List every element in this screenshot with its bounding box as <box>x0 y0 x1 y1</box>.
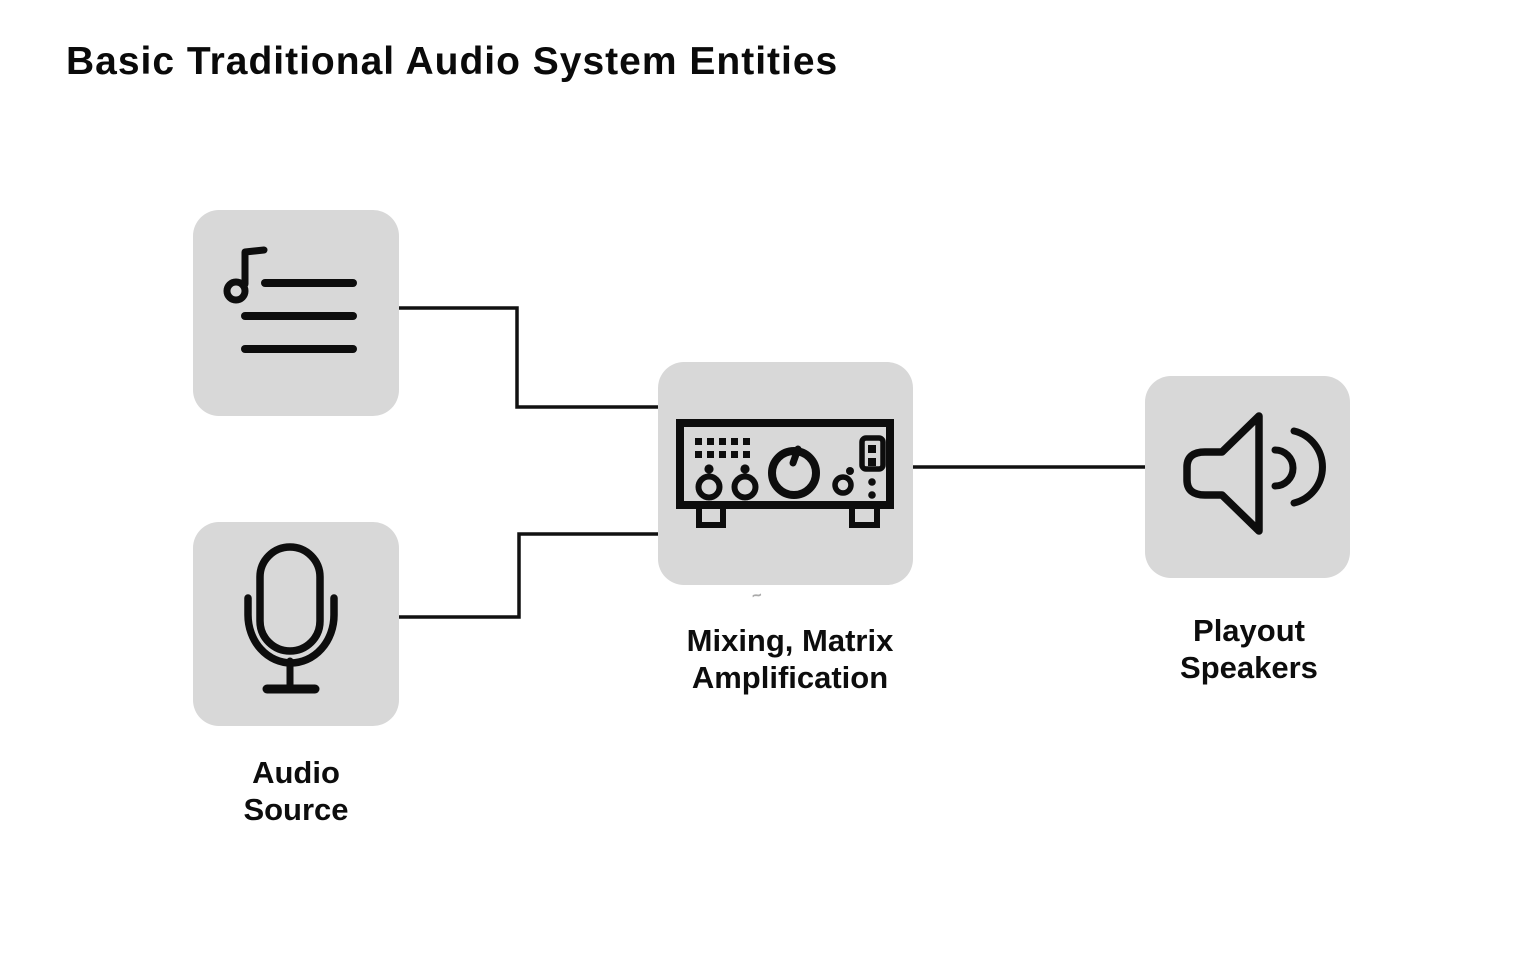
label-audio-source: Audio Source <box>136 754 456 828</box>
label-audio-source-line1: Audio <box>252 755 340 790</box>
label-mixer-line1: Mixing, Matrix <box>686 623 894 658</box>
node-microphone-source <box>193 522 399 726</box>
label-speakers-line1: Playout <box>1193 613 1305 648</box>
label-mixer-line2: Amplification <box>691 660 889 695</box>
node-mixer-amplifier <box>658 362 913 585</box>
music-playlist-icon <box>223 246 357 353</box>
microphone-icon <box>244 543 338 694</box>
connector-microphone-to-mixer <box>398 532 659 619</box>
node-playlist-source <box>193 210 399 416</box>
label-audio-source-line2: Source <box>243 792 349 827</box>
label-speakers-line2: Speakers <box>1180 650 1318 685</box>
label-speakers: Playout Speakers <box>1089 612 1409 686</box>
amplifier-icon <box>676 419 894 528</box>
connector-playlist-to-mixer <box>399 306 659 409</box>
label-mixer: Mixing, Matrix Amplification <box>630 622 950 696</box>
node-playout-speakers <box>1145 376 1350 578</box>
page-title: Basic Traditional Audio System Entities <box>66 40 839 83</box>
speaker-icon <box>1183 412 1326 535</box>
